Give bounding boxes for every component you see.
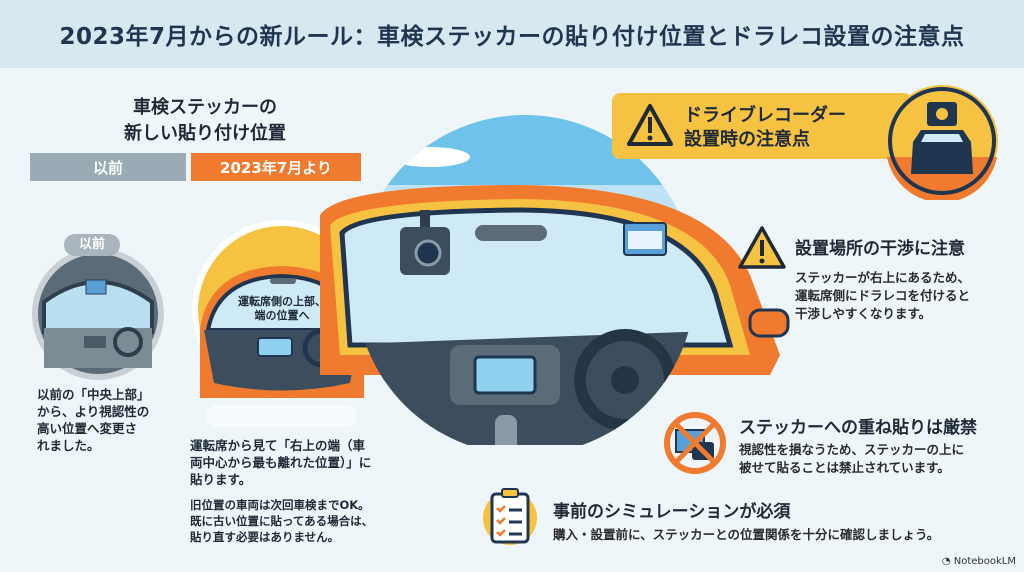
checklist-icon xyxy=(483,488,537,545)
tab-before: 以前 xyxy=(30,153,186,181)
text-line: 以前の「中央上部」 xyxy=(37,387,150,402)
title-line: 新しい貼り付け位置 xyxy=(124,123,286,144)
dashcam-item-3: 事前のシミュレーションが必須 購入・設置前に、ステッカーとの位置関係を十分に確認… xyxy=(553,497,939,544)
text-line: 運転席側にドラレコを付けると xyxy=(795,288,971,303)
dashcam-banner-title: ドライブレコーダー 設置時の注意点 xyxy=(684,104,846,152)
blank-pill xyxy=(206,405,358,427)
before-description: 以前の「中央上部」 から、より視認性の 高い位置へ変更さ れました。 xyxy=(37,386,157,454)
note-description: 旧位置の車両は次回車検までOK。 既に古い位置に貼ってある場合は、 貼り直す必要… xyxy=(190,497,430,545)
text-line: 高い位置へ変更さ xyxy=(37,421,138,436)
callout-line: 端の位置へ xyxy=(254,309,310,322)
warning-icon xyxy=(738,226,786,269)
notebooklm-logo-icon: ◔ xyxy=(941,556,954,567)
page-title: 2023年7月からの新ルール：車検ステッカーの貼り付け位置とドラレコ設置の注意点 xyxy=(59,24,965,50)
text-line: 貼り直す必要はありません。 xyxy=(190,530,340,544)
text-line: ステッカーが右上にあるため、 xyxy=(795,270,971,285)
callout-line: 運転席側の上部、 xyxy=(238,295,326,308)
header: 2023年7月からの新ルール：車検ステッカーの貼り付け位置とドラレコ設置の注意点 xyxy=(0,0,1024,68)
item-title: 設置場所の干渉に注意 xyxy=(795,239,965,259)
item-text: ステッカーが右上にあるため、 運転席側にドラレコを付けると 干渉しやすくなります… xyxy=(795,269,970,323)
warning-icon xyxy=(627,104,673,146)
text-line: 干渉しやすくなります。 xyxy=(795,306,932,321)
tab-after: 2023年7月より xyxy=(191,153,361,181)
item-title: 事前のシミュレーションが必須 xyxy=(553,502,791,522)
text-line: 運転席から見て「右上の端（車 xyxy=(190,438,366,453)
item-text: 視認性を損なうため、ステッカーの上に 被せて貼ることは禁止されています。 xyxy=(739,441,977,477)
dashcam-car-icon xyxy=(886,85,998,200)
central-car-interior-illustration xyxy=(320,115,790,445)
dashcam-item-2: ステッカーへの重ね貼りは厳禁 視認性を損なうため、ステッカーの上に 被せて貼るこ… xyxy=(739,413,977,477)
after-description: 運転席から見て「右上の端（車 両中心から最も離れた位置）」に 貼ります。 xyxy=(190,437,430,488)
text-line: 両中心から最も離れた位置）」に xyxy=(190,455,372,470)
title-line: 車検ステッカーの xyxy=(133,97,277,118)
text-line: 貼ります。 xyxy=(190,472,252,487)
before-badge: 以前 xyxy=(64,234,120,256)
banner-line: 設置時の注意点 xyxy=(684,129,810,150)
before-car-illustration xyxy=(32,248,164,380)
text-line: 被せて貼ることは禁止されています。 xyxy=(739,460,950,475)
prohibited-icon xyxy=(664,412,726,474)
item-text: 購入・設置前に、ステッカーとの位置関係を十分に確認しましょう。 xyxy=(553,527,940,542)
item-title: ステッカーへの重ね貼りは厳禁 xyxy=(739,418,977,438)
text-line: れました。 xyxy=(37,438,100,453)
text-line: 視認性を損なうため、ステッカーの上に xyxy=(739,442,965,457)
sticker-section-title: 車検ステッカーの 新しい貼り付け位置 xyxy=(60,95,350,147)
after-callout: 運転席側の上部、 端の位置へ xyxy=(222,295,342,323)
text-line: 旧位置の車両は次回車検までOK。 xyxy=(190,498,370,512)
dashcam-item-1: 設置場所の干渉に注意 ステッカーが右上にあるため、 運転席側にドラレコを付けると… xyxy=(795,234,970,323)
watermark: ◔ NotebookLM xyxy=(942,556,1016,567)
text-line: 既に古い位置に貼ってある場合は、 xyxy=(190,514,374,528)
text-line: から、より視認性の xyxy=(37,404,150,419)
banner-line: ドライブレコーダー xyxy=(684,105,846,126)
watermark-text: NotebookLM xyxy=(953,556,1016,567)
